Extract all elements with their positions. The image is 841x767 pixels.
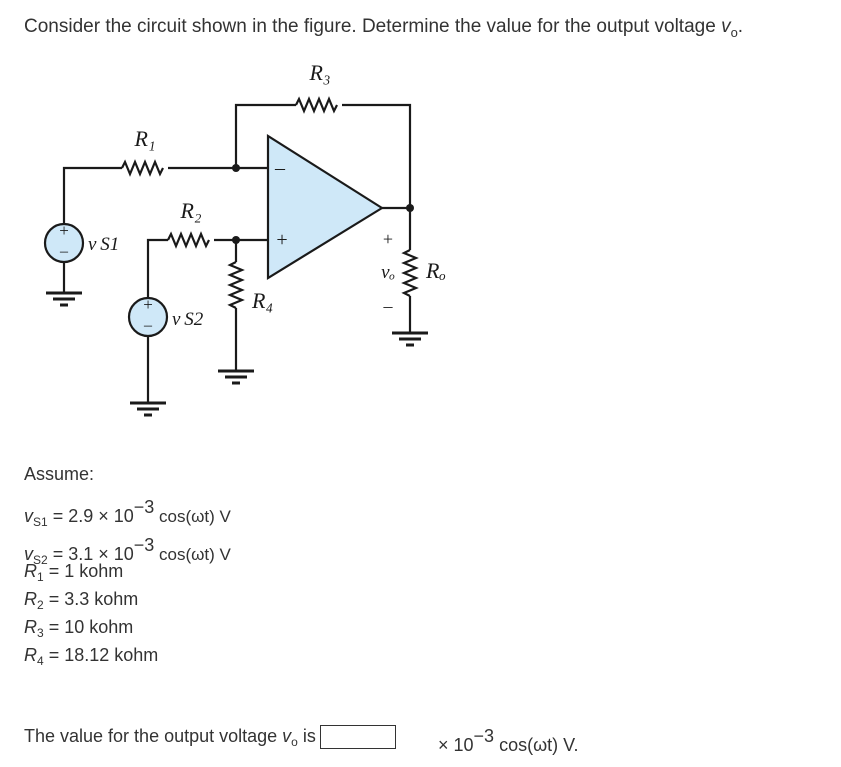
- vs1-rest: cos(ωt) V: [154, 507, 231, 526]
- question-period: .: [737, 16, 744, 37]
- ro-ground-icon: [392, 331, 428, 347]
- vs2-plus: +: [143, 295, 153, 314]
- r1-var: R: [24, 561, 37, 581]
- r3-rest: = 10 kohm: [43, 617, 134, 637]
- vs2-label: v S2: [172, 309, 204, 330]
- answer-input[interactable]: [319, 725, 396, 750]
- answer-times: × 10: [438, 735, 474, 755]
- assume-vs2: vS2 = 3.1 × 10−3 cos(ωt) V: [24, 534, 231, 571]
- r3-var: R: [24, 617, 37, 637]
- r3-wire-left: [234, 103, 296, 168]
- r1-resistor: [121, 159, 164, 177]
- node-inverting: [232, 164, 240, 172]
- vs1-minus: –: [59, 243, 69, 260]
- node-output: [406, 204, 414, 212]
- assume-r3: R3 = 10 kohm: [24, 616, 133, 644]
- answer-prefix: The value for the output voltage: [24, 726, 283, 746]
- vs1-sub: S1: [33, 515, 48, 529]
- vs1-source: [43, 222, 85, 264]
- vs1-top-wire: [62, 166, 122, 224]
- vo-plus: +: [383, 229, 393, 249]
- ground-symbols: [46, 291, 428, 417]
- vs2-rest: cos(ωt) V: [154, 545, 231, 564]
- answer-var: v: [282, 726, 292, 746]
- assume-r4: R4 = 18.12 kohm: [24, 644, 158, 672]
- vs2-eq: = 3.1 × 10: [47, 544, 134, 564]
- opamp-triangle: [266, 134, 385, 280]
- r2-resistor: [167, 231, 210, 249]
- vs1-label: v S1: [88, 234, 119, 255]
- r3-wire-right: [342, 103, 412, 208]
- vs1-eq: = 2.9 × 10: [47, 506, 134, 526]
- vo-minus: –: [383, 296, 394, 316]
- vs2-source: [127, 296, 169, 338]
- r2-var: R: [24, 589, 37, 609]
- answer-exp: −3: [473, 726, 495, 746]
- r1-sub: 1: [37, 570, 44, 584]
- r4-ground-icon: [218, 369, 254, 385]
- r3-sub: 3: [37, 626, 44, 640]
- circuit-diagram: + – + – – + R₁ R₂ R₃ R₄ Rₒ v S1 v S2 + v…: [43, 60, 446, 417]
- r1-label: R₁: [133, 126, 155, 151]
- vs2-exp: −3: [133, 535, 155, 555]
- vs2-sub: S2: [33, 553, 48, 567]
- assume-heading: Assume:: [24, 464, 95, 484]
- r4-label: R₄: [251, 288, 273, 313]
- opamp-inverting-label: –: [274, 157, 286, 179]
- r4-rest: = 18.12 kohm: [43, 645, 159, 665]
- ro-resistor: [401, 249, 419, 297]
- question-text: Consider the circuit shown in the figure…: [24, 14, 743, 46]
- assume-r2: R2 = 3.3 kohm: [24, 588, 138, 616]
- r2-label: R₂: [179, 198, 201, 223]
- answer-is: is: [297, 726, 316, 746]
- opamp-noninverting-label: +: [276, 229, 287, 251]
- r2-rest: = 3.3 kohm: [43, 589, 139, 609]
- vs1-exp: −3: [133, 497, 155, 517]
- r4-sub: 4: [37, 654, 44, 668]
- r1-rest: = 1 kohm: [43, 561, 124, 581]
- answer-units: × 10−3 cos(ωt) V.: [438, 724, 579, 757]
- vs1-var: v: [24, 506, 33, 526]
- vo-symbol: v: [721, 16, 731, 37]
- r2-sub: 2: [37, 598, 44, 612]
- r3-label: R₃: [308, 60, 330, 85]
- assume-vs1: vS1 = 2.9 × 10−3 cos(ωt) V: [24, 496, 231, 533]
- r4-resistor: [227, 261, 245, 309]
- vs2-var: v: [24, 544, 33, 564]
- assume-r1: R1 = 1 kohm: [24, 560, 123, 588]
- node-noninverting: [232, 236, 240, 244]
- vo-label: vₒ: [381, 262, 395, 283]
- vs1-ground-icon: [46, 291, 82, 307]
- r3-resistor: [295, 96, 338, 114]
- vs2-minus: –: [143, 317, 153, 334]
- question-body: Consider the circuit shown in the figure…: [24, 16, 722, 37]
- ro-label: Rₒ: [425, 258, 446, 283]
- vs1-plus: +: [59, 221, 69, 240]
- answer-line: The value for the output voltage vo is: [24, 724, 396, 754]
- vs2-ground-icon: [130, 401, 166, 417]
- vo-subscript: o: [730, 24, 738, 40]
- vs2-top-wire: [146, 238, 168, 298]
- answer-suffix: cos(ωt) V.: [494, 735, 579, 755]
- r4-var: R: [24, 645, 37, 665]
- answer-sub: o: [291, 735, 298, 749]
